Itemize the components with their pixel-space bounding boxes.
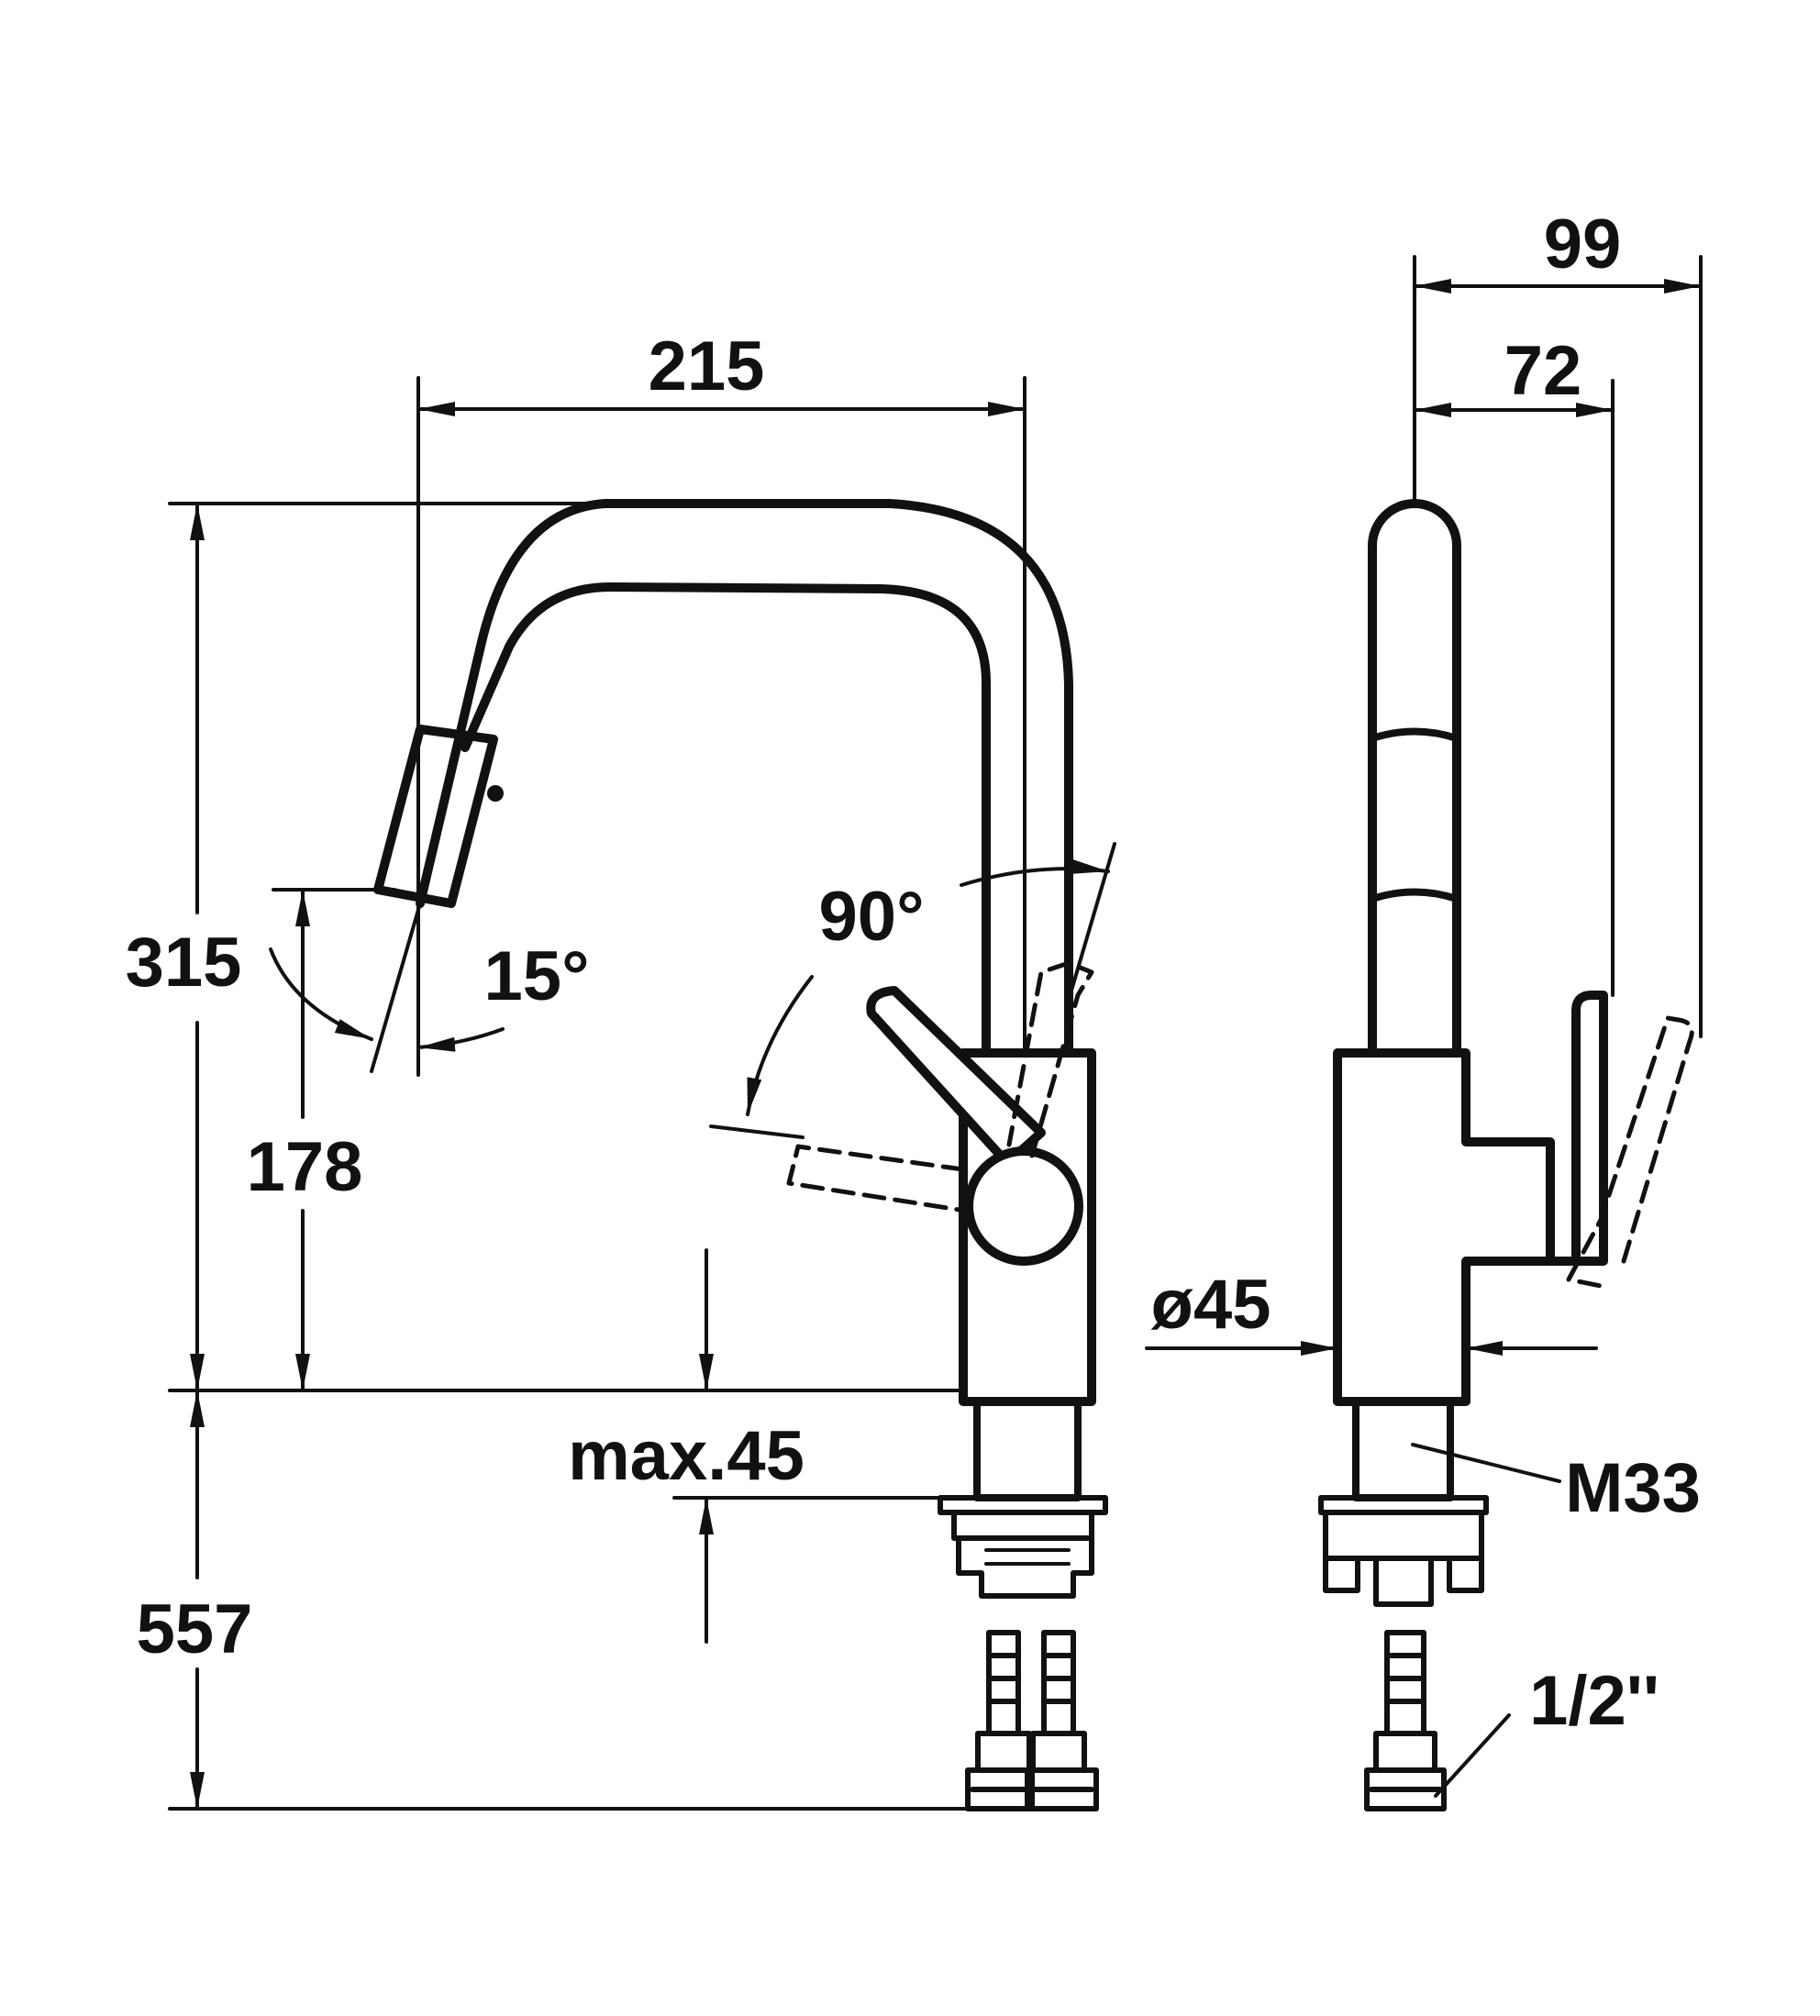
spout-inner-contour bbox=[461, 582, 991, 1058]
side-supply-hose bbox=[1364, 1630, 1447, 1811]
dim-557-label: 557 bbox=[137, 1590, 253, 1668]
mounting-fitting bbox=[956, 1535, 1094, 1599]
spray-head bbox=[373, 725, 498, 908]
angle-15-label: 15° bbox=[484, 937, 590, 1015]
dim-315-label: 315 bbox=[126, 924, 242, 1002]
dim-215-label: 215 bbox=[649, 327, 765, 405]
side-spray-joint-top bbox=[1369, 727, 1460, 742]
front-view bbox=[168, 376, 1116, 1811]
side-fitting bbox=[1373, 1556, 1434, 1607]
diameter-45-label: ø45 bbox=[1151, 1266, 1271, 1344]
mounting-nut bbox=[951, 1510, 1094, 1541]
side-view bbox=[1145, 255, 1703, 1811]
spout-outer-contour bbox=[416, 499, 1073, 1058]
dim-99-label: 99 bbox=[1544, 205, 1622, 283]
dim-178-label: 178 bbox=[247, 1128, 363, 1206]
lever-alt-position-left bbox=[786, 1144, 968, 1213]
max-45-label: max.45 bbox=[568, 1417, 805, 1495]
side-nut-foot-left bbox=[1323, 1556, 1360, 1593]
spray-button bbox=[487, 785, 504, 802]
side-spray-joint-bottom bbox=[1369, 888, 1460, 903]
side-spout-contour bbox=[1368, 499, 1461, 1058]
supply-hoses bbox=[965, 1630, 1099, 1811]
side-mounting-nut bbox=[1323, 1510, 1484, 1561]
lever-alt-position-up bbox=[1006, 960, 1094, 1158]
lever-hub bbox=[964, 1146, 1083, 1266]
side-lever bbox=[1571, 991, 1608, 1266]
connection-half-inch-label: 1/2'' bbox=[1529, 1662, 1659, 1740]
thread-m33-label: M33 bbox=[1565, 1449, 1701, 1527]
angle-90-label: 90° bbox=[819, 878, 925, 956]
side-nut-foot-right bbox=[1447, 1556, 1484, 1593]
side-lever-alt-position bbox=[1566, 1015, 1694, 1289]
lever-handle bbox=[866, 986, 1046, 1168]
mounting-shank bbox=[973, 1398, 1082, 1501]
dim-72-label: 72 bbox=[1504, 332, 1582, 410]
